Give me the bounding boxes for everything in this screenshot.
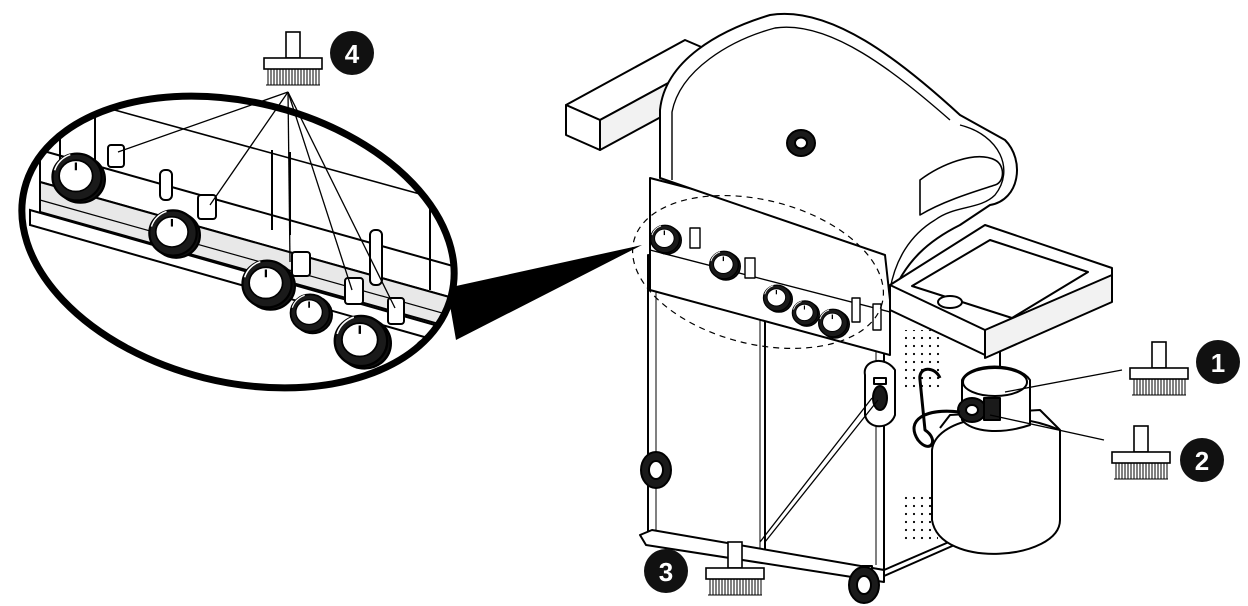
callout-number-2: 2	[1195, 446, 1209, 476]
callout-circle-3	[644, 549, 688, 593]
callout-number-1: 1	[1211, 348, 1225, 378]
grill-knob-5	[817, 308, 850, 339]
lid-thermometer	[786, 129, 816, 157]
inset-knob-2	[148, 209, 202, 259]
lid	[659, 12, 1018, 301]
callout-1: 1	[1129, 340, 1240, 396]
inset-knob-5	[333, 314, 392, 370]
inset-knob-3	[241, 259, 296, 311]
callout-circle-4	[330, 31, 374, 75]
brush-icon	[1111, 425, 1171, 480]
side-vent-dots-top	[905, 330, 943, 390]
grill-knob-4	[791, 300, 821, 327]
grill-knob-2	[708, 250, 741, 281]
zoom-source-region	[631, 194, 885, 350]
regulator-hose	[912, 367, 961, 448]
callout-number-3: 3	[659, 557, 673, 587]
brush-icon	[1129, 341, 1189, 396]
side-burner-shelf	[889, 224, 1113, 359]
igniter-bracket	[863, 360, 896, 428]
grill-illustration	[565, 12, 1113, 604]
callout-4: 4	[263, 31, 374, 86]
callout-circle-1	[1196, 340, 1240, 384]
callout-2: 2	[1111, 425, 1224, 482]
callout-3: 3	[644, 541, 765, 596]
caster-left	[640, 451, 672, 489]
inset-border	[18, 92, 458, 392]
grill-knob-1	[649, 224, 682, 255]
grill-knob-3	[762, 284, 794, 313]
callout-circle-2	[1180, 438, 1224, 482]
callout-number-4: 4	[345, 39, 360, 69]
propane-tank	[912, 365, 1061, 555]
zoom-wedge	[447, 245, 642, 340]
inset-knob-1	[51, 152, 107, 204]
magnified-inset	[0, 60, 480, 420]
caster-right	[848, 565, 880, 604]
leader-lines	[117, 91, 1123, 543]
inset-knob-4	[289, 293, 334, 335]
brush-icon	[263, 31, 323, 86]
